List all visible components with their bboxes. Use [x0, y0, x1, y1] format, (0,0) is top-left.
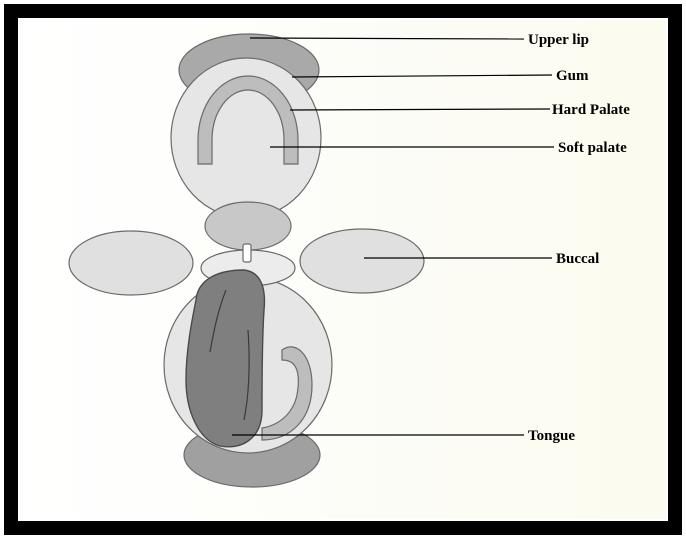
- leader-gum: [292, 75, 552, 77]
- label-soft-palate: Soft palate: [558, 140, 627, 156]
- buccal-right-shape: [300, 229, 424, 293]
- uvula-shape: [243, 244, 251, 262]
- leader-upper-lip: [250, 38, 524, 39]
- label-buccal: Buccal: [556, 251, 599, 267]
- leader-hard-palate: [290, 109, 550, 110]
- label-hard-palate: Hard Palate: [552, 102, 630, 118]
- label-upper-lip: Upper lip: [528, 32, 589, 48]
- buccal-left-shape: [69, 231, 193, 295]
- label-gum: Gum: [556, 68, 589, 84]
- soft-palate-shape: [205, 202, 291, 250]
- tongue-shape: [186, 270, 264, 447]
- label-tongue: Tongue: [528, 428, 575, 444]
